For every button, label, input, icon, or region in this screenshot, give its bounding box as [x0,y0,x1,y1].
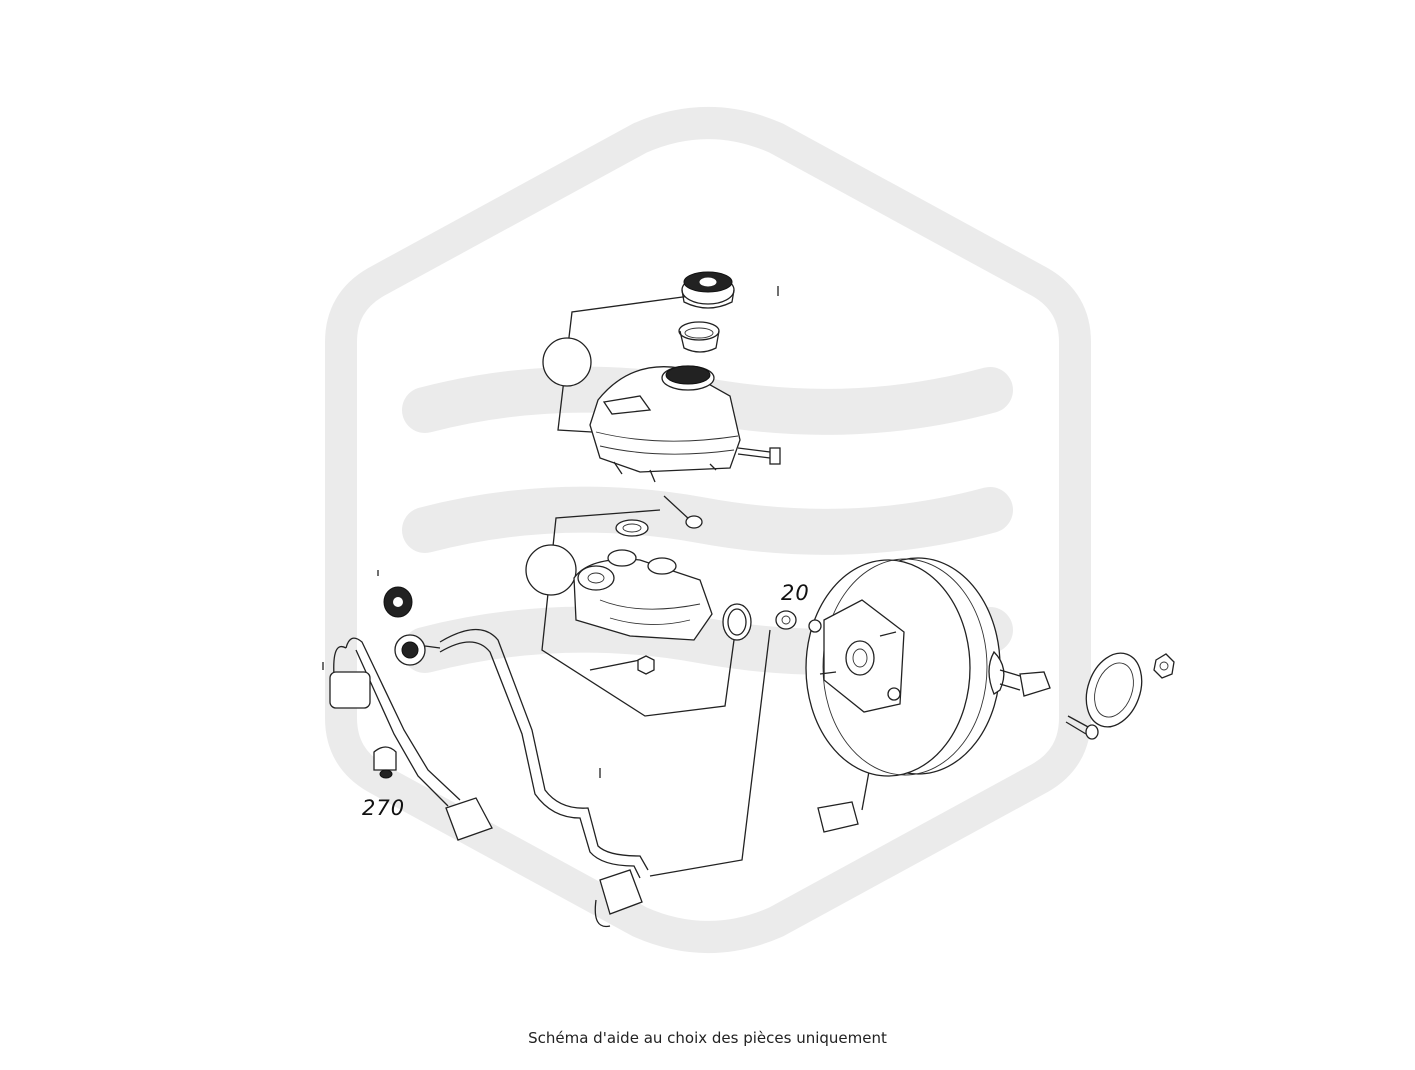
brake-booster [805,557,1051,833]
master-cylinder [573,519,713,675]
vacuum-grommet [383,586,413,618]
reservoir-cap [681,271,735,309]
mounting-nut [1153,653,1175,679]
reference-circle-lower [525,544,577,596]
watermark-hexagon [325,107,1091,953]
booster-gasket [1085,652,1143,728]
watermark-wave-2 [402,486,1013,555]
reservoir-strainer [678,321,720,353]
callout-part-270[interactable]: 270 [362,796,406,820]
diagram-caption: Schéma d'aide au choix des pièces unique… [528,1029,887,1047]
mounting-stud [1065,715,1099,740]
callout-part-20[interactable]: 20 [781,581,810,605]
washer-part-20 [775,610,797,630]
fluid-reservoir [589,365,781,483]
reference-circle-upper [542,337,592,387]
retaining-pin [663,495,703,529]
hose-clip-part-270 [373,746,397,779]
vacuum-hose [329,628,649,928]
tick-marks [322,286,779,778]
vacuum-check-valve [394,634,441,666]
exploded-parts-diagram [322,107,1175,953]
o-ring-inner [727,608,747,636]
